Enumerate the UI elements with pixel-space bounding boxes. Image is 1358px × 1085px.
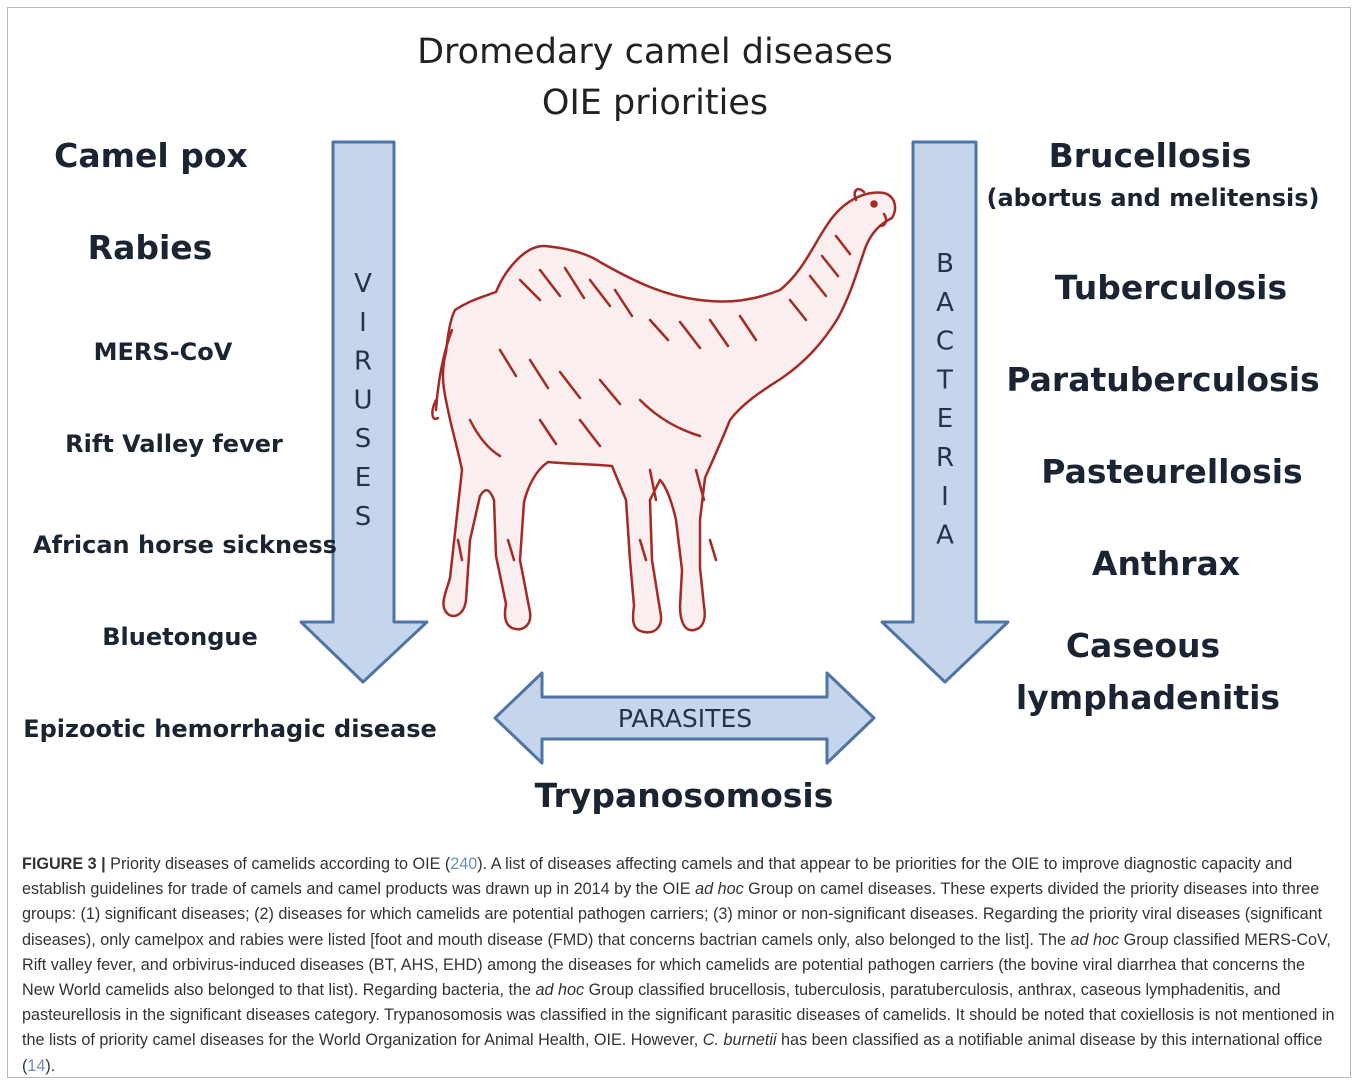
vertical-label-letter: E [937, 404, 953, 434]
vertical-label-letter: E [355, 463, 371, 493]
caption-italic: ad hoc [1071, 931, 1120, 949]
bacteria-item: Paratuberculosis [1006, 360, 1319, 399]
vertical-label-letter: R [354, 347, 372, 377]
virus-item: MERS-CoV [94, 338, 233, 366]
virus-item: African horse sickness [33, 531, 337, 559]
vertical-label-letter: V [354, 269, 372, 299]
virus-item: Epizootic hemorrhagic disease [23, 715, 437, 743]
bacteria-item: Caseous [1066, 626, 1220, 665]
parasite-item: Trypanosomosis [535, 776, 834, 815]
virus-item: Bluetongue [102, 623, 257, 651]
vertical-label-letter: U [353, 385, 372, 415]
bacteria-item: lymphadenitis [1016, 678, 1280, 717]
vertical-label-letter: R [936, 443, 954, 473]
virus-item: Rabies [88, 228, 213, 267]
vertical-label-letter: S [355, 424, 372, 454]
diagram-title-line2: OIE priorities [542, 83, 768, 123]
virus-item: Rift Valley fever [65, 430, 283, 458]
figure-caption: FIGURE 3 | Priority diseases of camelids… [22, 852, 1338, 1079]
bacteria-item: Tuberculosis [1055, 268, 1287, 307]
camel-drawing [432, 189, 895, 632]
virus-item: Camel pox [54, 136, 248, 175]
caption-italic: ad hoc [535, 981, 584, 999]
caption-text: ). [45, 1057, 55, 1075]
bacteria-item: Pasteurellosis [1041, 452, 1302, 491]
vertical-label-letter: S [355, 502, 372, 532]
bacteria-item: (abortus and melitensis) [986, 184, 1319, 212]
caption-reference-link[interactable]: 240 [450, 855, 477, 873]
vertical-label-letter: B [936, 249, 954, 279]
caption-italic: C. burnetii [703, 1031, 777, 1049]
vertical-label-letter: I [941, 482, 949, 512]
caption-label: FIGURE 3 | [22, 855, 106, 873]
caption-italic: ad hoc [695, 880, 744, 898]
bacteria-item: Brucellosis [1049, 136, 1252, 175]
vertical-label-letter: A [936, 288, 954, 318]
vertical-label-letter: C [936, 327, 954, 357]
caption-text: Priority diseases of camelids according … [106, 855, 451, 873]
bacteria-item: Anthrax [1092, 544, 1240, 583]
vertical-label-letter: A [936, 521, 954, 551]
vertical-label-letter: I [359, 308, 367, 338]
parasites-label: PARASITES [618, 704, 752, 733]
diagram-title-line1: Dromedary camel diseases [417, 32, 893, 72]
caption-reference-link[interactable]: 14 [27, 1057, 45, 1075]
vertical-label-letter: T [936, 365, 953, 395]
